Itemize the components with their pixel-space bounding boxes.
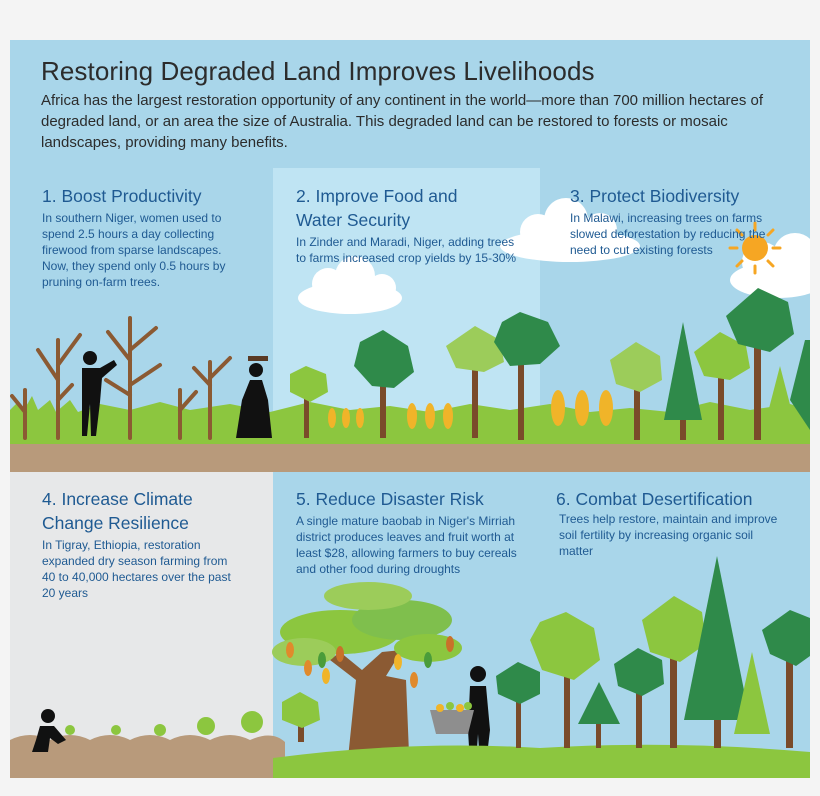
panel-4-body: In Tigray, Ethiopia, restoration expande… <box>42 538 231 600</box>
baobab-fruit <box>286 636 454 688</box>
round-tree <box>494 312 560 440</box>
round-tree <box>642 596 706 748</box>
round-tree <box>530 612 600 748</box>
page-title: Restoring Degraded Land Improves Livelih… <box>41 56 595 86</box>
wheat-icon <box>328 403 453 429</box>
panel-1-body: In southern Niger, women used to spend 2… <box>42 211 226 289</box>
round-tree <box>614 648 664 748</box>
sun-icon <box>728 221 782 275</box>
person-silhouette-icon <box>82 351 117 436</box>
wheat-icon <box>551 390 613 426</box>
panel-5-heading: 5. Reduce Disaster Risk <box>296 489 484 509</box>
panel-3-body: In Malawi, increasing trees on farms slo… <box>570 211 766 257</box>
round-tree <box>446 326 504 438</box>
panel-1-background <box>10 168 273 446</box>
infographic-poster: Restoring Degraded Land Improves Livelih… <box>10 40 810 778</box>
pine-tree <box>684 556 750 748</box>
intro-paragraph: Africa has the largest restoration oppor… <box>41 92 764 151</box>
sprout-icon <box>65 711 263 736</box>
person-silhouette-icon <box>236 356 272 438</box>
panel-1-heading: 1. Boost Productivity <box>42 186 202 206</box>
grass-band-bottom <box>273 744 810 778</box>
panel-4-heading: 4. Increase Climate Change Resilience <box>42 489 193 533</box>
round-tree <box>290 366 328 438</box>
round-tree <box>762 610 810 748</box>
panel-6-body: Trees help restore, maintain and improve… <box>559 512 778 558</box>
fruit-basket <box>430 702 474 734</box>
person-silhouette-icon <box>468 666 490 764</box>
pine-tree <box>766 340 810 430</box>
pine-tree <box>734 652 770 734</box>
round-tree <box>282 692 320 742</box>
cloud-icon <box>298 256 402 314</box>
panel-6-heading: 6. Combat Desertification <box>556 489 753 509</box>
round-tree <box>610 342 662 440</box>
cloud-icon <box>500 198 640 262</box>
soil-band-top <box>10 444 810 472</box>
soil-mounds <box>10 735 285 778</box>
panel-2-body: In Zinder and Maradi, Niger, adding tree… <box>296 235 517 265</box>
pine-tree <box>578 682 620 748</box>
bare-tree <box>10 316 232 440</box>
round-tree <box>694 332 750 440</box>
panel-5-body: A single mature baobab in Niger's Mirria… <box>296 514 517 576</box>
panel-3-heading: 3. Protect Biodiversity <box>570 186 740 206</box>
person-silhouette-icon <box>32 709 66 752</box>
pine-tree <box>664 322 702 440</box>
round-tree <box>496 662 540 748</box>
round-tree <box>354 330 414 438</box>
landscape-illustration <box>10 198 810 778</box>
round-tree <box>726 288 794 440</box>
panel-2-heading: 2. Improve Food and Water Security <box>296 186 458 230</box>
